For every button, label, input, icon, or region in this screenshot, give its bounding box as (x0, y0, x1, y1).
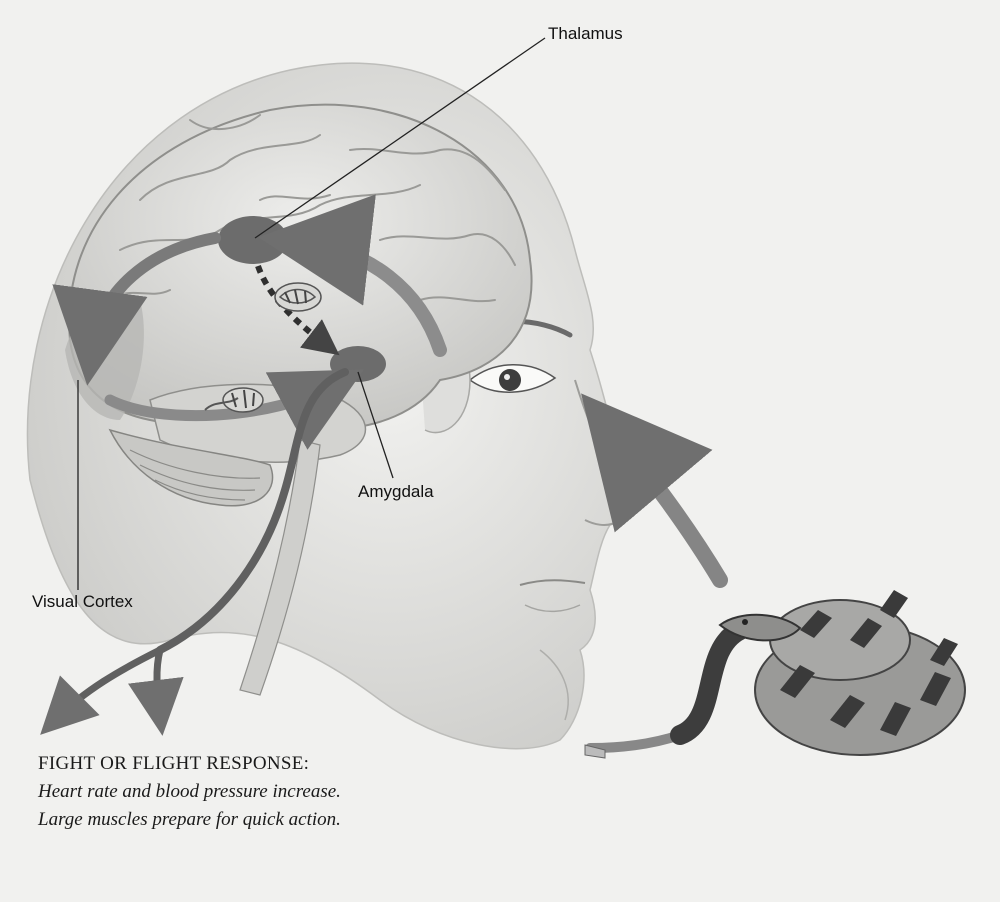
response-pathway-arrow (156, 368, 349, 654)
amygdala-label: Amygdala (358, 482, 434, 501)
visualcortex-amygdala-arrow (104, 369, 365, 450)
small-snake-visualcortex-icon (204, 387, 264, 413)
visual-cortex-label: Visual Cortex (32, 592, 133, 611)
thalamus-label: Thalamus (548, 24, 623, 43)
snake-head (718, 613, 802, 642)
mouth-outline (519, 579, 586, 586)
caption-heading: FIGHT OR FLIGHT RESPONSE: (38, 753, 310, 774)
response-arrow-left (40, 646, 164, 735)
snake-eye-arrow (581, 393, 728, 588)
chin-outline (539, 649, 569, 721)
caption-body: Heart rate and blood pressure increase. … (38, 781, 341, 830)
brainstem (239, 439, 321, 696)
eye-thalamus-arrow (258, 194, 447, 357)
fight-or-flight-caption: FIGHT OR FLIGHT RESPONSE: Heart rate and… (38, 750, 368, 834)
rattlesnake-illustration (584, 590, 966, 759)
thalamus-leader-line (254, 37, 546, 239)
thalamus-amygdala-pathway (255, 264, 340, 356)
small-snake-thalamus-icon (274, 282, 322, 312)
cerebellum (108, 428, 274, 507)
amygdala-leader-line (357, 371, 394, 479)
thalamus-visualcortex-arrow (52, 232, 221, 386)
lip-outline (524, 604, 581, 613)
response-arrow-right (128, 646, 184, 736)
